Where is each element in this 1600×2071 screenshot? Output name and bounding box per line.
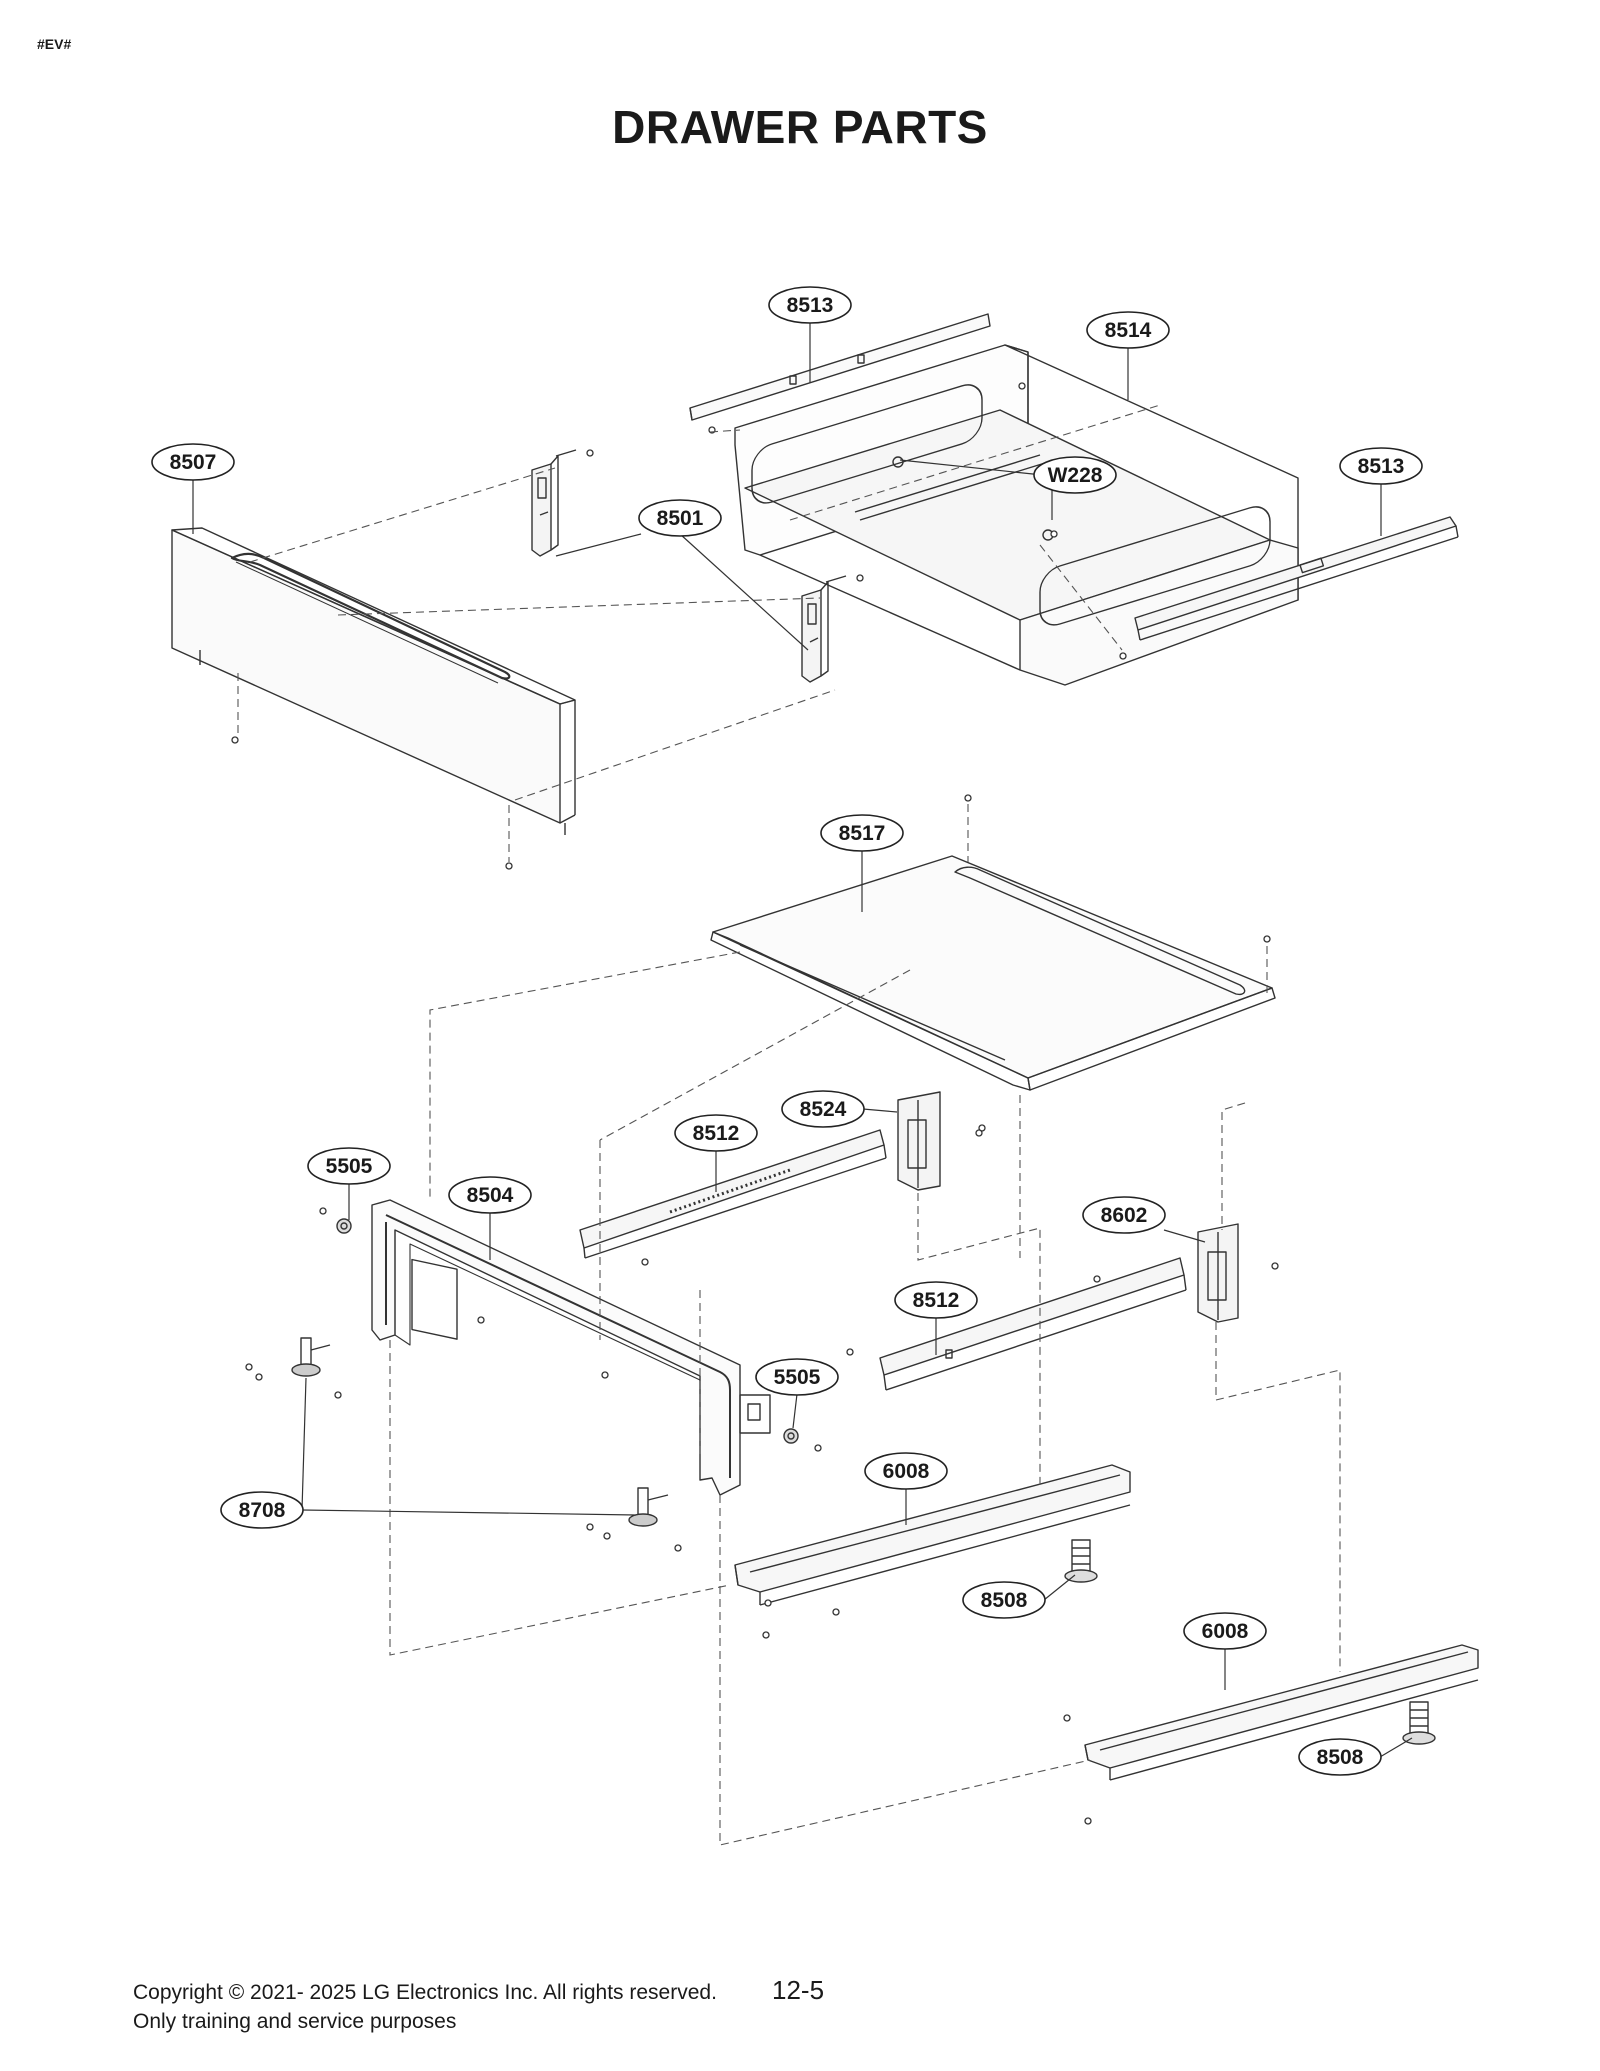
- copyright-text: Copyright © 2021- 2025 LG Electronics In…: [133, 1981, 717, 2004]
- callout-8501: 8501: [638, 499, 722, 537]
- callout-8708: 8708: [220, 1491, 304, 1529]
- screws: [231, 382, 1279, 1825]
- slide-rail-upper-part: [579, 1129, 887, 1259]
- callout-bubble: [638, 499, 722, 537]
- leveling-leg-lower-part: [1402, 1701, 1436, 1745]
- callout-label: 8512: [693, 1122, 740, 1145]
- drawer-door-part: [171, 527, 576, 835]
- leveling-leg-upper-part: [1064, 1539, 1098, 1583]
- callout-label: 8524: [800, 1098, 847, 1121]
- callout-bubble: [448, 1176, 532, 1214]
- callout-label: 8504: [467, 1184, 514, 1207]
- callout-label: 8513: [787, 294, 834, 317]
- callout-label: 8508: [981, 1589, 1028, 1612]
- top-cover-plate-part: [710, 855, 1276, 1091]
- caster-left-part: [291, 1337, 331, 1377]
- callout-5505: 5505: [307, 1147, 391, 1185]
- document-code: #EV#: [37, 36, 72, 52]
- callout-label: 8501: [657, 507, 704, 530]
- callout-bubble: [1033, 456, 1117, 494]
- callout-bubble: [781, 1090, 865, 1128]
- usage-note: Only training and service purposes: [133, 2010, 457, 2033]
- callout-8514: 8514: [1086, 311, 1170, 349]
- callout-label: 8513: [1358, 455, 1405, 478]
- callout-8513: 8513: [768, 286, 852, 324]
- callout-label: 5505: [774, 1366, 821, 1389]
- callout-bubble: [1183, 1612, 1267, 1650]
- page-number: 12-5: [772, 1975, 825, 2005]
- callout-bubble: [674, 1114, 758, 1152]
- bushing-right-part: [783, 1428, 799, 1444]
- callout-8508b: 8508: [1298, 1738, 1382, 1776]
- callout-label: 8517: [839, 822, 886, 845]
- base-rail-lower-part: [1084, 1644, 1479, 1781]
- callout-bubble: [962, 1581, 1046, 1619]
- footer: Copyright © 2021- 2025 LG Electronics In…: [133, 1978, 717, 2036]
- slide-rail-lower-part: [879, 1257, 1187, 1391]
- callout-label: 8512: [913, 1289, 960, 1312]
- callout-8512b: 8512: [894, 1281, 978, 1319]
- callout-bubble: [1339, 447, 1423, 485]
- bushing-left-part: [336, 1218, 352, 1234]
- callout-W228: W228: [1033, 456, 1117, 494]
- callout-label: 8602: [1101, 1204, 1148, 1227]
- callout-label: 8708: [239, 1499, 286, 1522]
- page-title: DRAWER PARTS: [612, 101, 988, 153]
- callout-bubble: [864, 1452, 948, 1490]
- callout-label: 6008: [1202, 1620, 1249, 1643]
- callout-5505b: 5505: [755, 1358, 839, 1396]
- callout-bubble: [894, 1281, 978, 1319]
- callout-label: 8508: [1317, 1746, 1364, 1769]
- callout-8508: 8508: [962, 1581, 1046, 1619]
- base-rail-upper-part: [734, 1464, 1131, 1606]
- bracket-8524-part: [897, 1091, 941, 1191]
- callout-bubble: [220, 1491, 304, 1529]
- callout-8512: 8512: [674, 1114, 758, 1152]
- callout-bubble: [820, 814, 904, 852]
- callout-bubble: [1086, 311, 1170, 349]
- hinge-bracket-left-part: [531, 449, 577, 557]
- upper-rail-part: [689, 313, 991, 421]
- callout-8507: 8507: [151, 443, 235, 481]
- callout-bubble: [151, 443, 235, 481]
- callout-bubble: [768, 286, 852, 324]
- caster-right-part: [628, 1487, 669, 1527]
- callout-6008: 6008: [864, 1452, 948, 1490]
- callout-8524: 8524: [781, 1090, 865, 1128]
- callout-6008b: 6008: [1183, 1612, 1267, 1650]
- bracket-8602-part: [1197, 1223, 1239, 1323]
- callout-label: 8514: [1105, 319, 1152, 342]
- callout-bubble: [755, 1358, 839, 1396]
- callout-8504: 8504: [448, 1176, 532, 1214]
- callout-8517: 8517: [820, 814, 904, 852]
- callout-8602: 8602: [1082, 1196, 1166, 1234]
- callout-label: W228: [1048, 464, 1103, 487]
- callout-bubble: [1298, 1738, 1382, 1776]
- callout-label: 8507: [170, 451, 217, 474]
- callout-bubble: [307, 1147, 391, 1185]
- side-rail-part: [1134, 516, 1459, 641]
- callout-label: 6008: [883, 1460, 930, 1483]
- hinge-bracket-right-part: [801, 575, 847, 683]
- callout-label: 5505: [326, 1155, 373, 1178]
- callout-8513b: 8513: [1339, 447, 1423, 485]
- front-frame-part: [371, 1199, 771, 1496]
- callout-bubble: [1082, 1196, 1166, 1234]
